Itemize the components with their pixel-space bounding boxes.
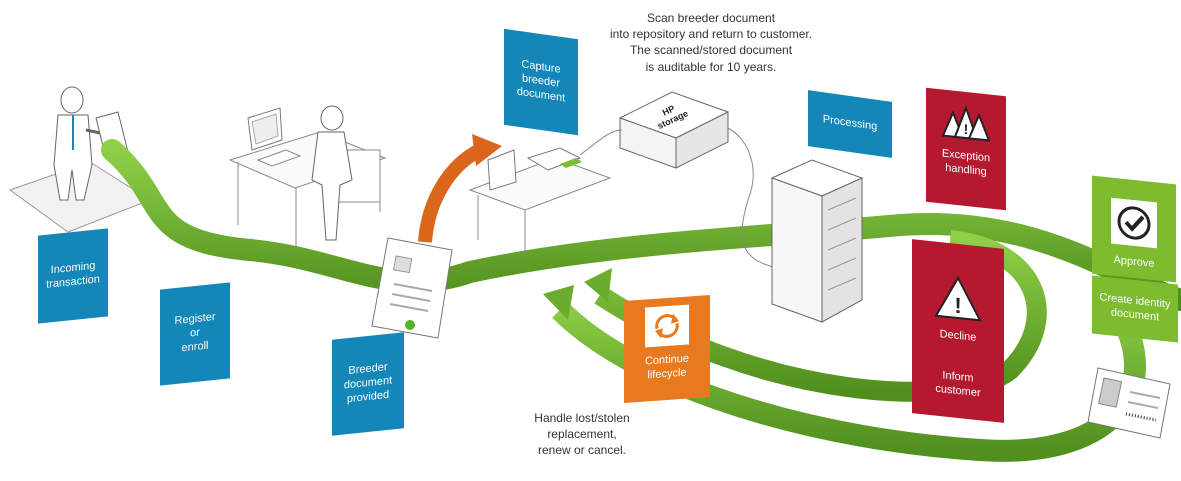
label-incoming-transaction: Incoming transaction — [38, 228, 108, 324]
refresh-cycle-icon — [645, 304, 689, 348]
person-icon — [311, 105, 353, 241]
id-card-icon — [1087, 367, 1171, 439]
label-processing: Processing — [808, 90, 892, 158]
label-capture-breeder-document: Capture breeder document — [504, 28, 578, 136]
caption-line: renew or cancel. — [537, 443, 627, 458]
label-create-identity-document: Create identity document — [1092, 275, 1178, 343]
caption-line: Scan breeder document — [646, 11, 776, 25]
caption-line: The scanned/stored document — [629, 43, 793, 58]
label-breeder-document-provided: Breeder document provided — [332, 332, 404, 436]
caption-line: replacement, — [547, 427, 617, 442]
label-inform-customer: Inform customer — [912, 347, 1004, 423]
label-decline: ! Decline — [912, 239, 1004, 359]
caption-line: Handle lost/stolen — [534, 411, 630, 425]
label-approve: Approve — [1092, 175, 1176, 283]
svg-text:!: ! — [964, 121, 969, 137]
computer-icon — [468, 147, 612, 258]
caption-line: into repository and return to customer. — [609, 27, 813, 42]
label-line: lifecycle — [647, 366, 687, 382]
person-icon — [8, 86, 152, 233]
label-continue-lifecycle: Continue lifecycle — [624, 294, 710, 404]
label-line: enroll — [181, 339, 209, 355]
caption-line: is auditable for 10 years. — [645, 59, 777, 74]
computer-icon — [228, 107, 387, 250]
label-register-enroll: Register or enroll — [160, 282, 230, 386]
label-line: Processing — [822, 113, 878, 133]
svg-text:!: ! — [954, 293, 961, 319]
checkmark-icon — [1111, 197, 1157, 249]
scan-caption: Scan breeder document into repository an… — [586, 10, 836, 75]
warning-triangle-icon: ! — [934, 276, 982, 322]
orange-arrow — [418, 134, 502, 243]
server-rack-icon — [770, 159, 864, 323]
lifecycle-caption: Handle lost/stolen replacement, renew or… — [522, 410, 642, 459]
document-icon — [371, 237, 453, 339]
label-line: Decline — [939, 328, 977, 345]
storage-box-icon — [579, 91, 779, 269]
label-line: Approve — [1113, 254, 1155, 271]
warning-triangle-icon: ! — [941, 105, 991, 142]
label-exception-handling: ! Exception handling — [926, 87, 1006, 211]
